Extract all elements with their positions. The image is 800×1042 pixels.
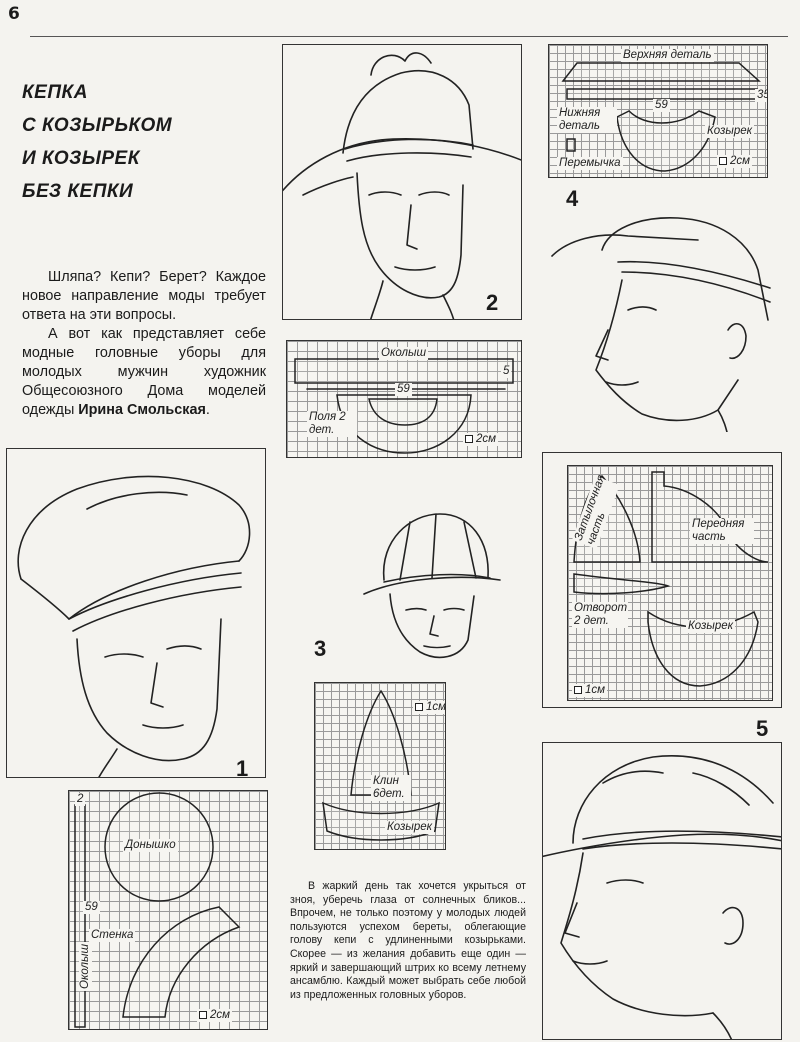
intro-p2-end: .	[205, 402, 210, 418]
page-number: 6	[8, 4, 20, 24]
pattern-2-grid: Околыш 59 5 Поля 2 дет. 2см	[286, 340, 522, 458]
scale-square-icon	[719, 156, 727, 165]
author-name: Ирина Смольская	[78, 402, 206, 418]
figure-1-illustration	[6, 448, 266, 778]
pattern-1-scale-text: 2см	[210, 1009, 231, 1021]
pattern-3-scale: 1см	[413, 701, 446, 714]
pattern-2-top-label: Околыш	[379, 347, 429, 360]
pattern-3-scale-text: 1см	[426, 701, 446, 713]
pattern-5-lapel-label: Отворот 2 дет.	[572, 602, 628, 628]
pattern-2-dim-59: 59	[395, 383, 412, 396]
pattern-4-scale-text: 2см	[730, 155, 751, 167]
figure-4-number: 4	[566, 186, 579, 211]
pattern-4-shapes	[561, 62, 761, 172]
figure-5-illustration	[542, 742, 782, 1040]
pattern-1-top-label: Донышко	[123, 839, 178, 852]
pattern-5-front-label: Передняя часть	[690, 518, 754, 544]
pattern-4-top-label: Верхняя деталь	[621, 49, 714, 62]
pattern-1-scale: 2см	[197, 1009, 233, 1022]
pattern-3-wedge-label: Клин 6дет.	[371, 775, 411, 801]
pattern-3-grid: Клин 6дет. Козырек 1см	[314, 682, 446, 850]
pattern-2-scale: 2см	[463, 433, 499, 446]
figure-1-number: 1	[236, 756, 249, 781]
hat-man-drawing	[283, 52, 521, 319]
pattern-4-lower-label: Нижняя деталь	[557, 107, 617, 133]
pattern-4-grid: Верхняя деталь 59 35 Нижняя деталь Козыр…	[548, 44, 768, 178]
title-line-4: без кепки	[22, 181, 134, 202]
article-title: Кепка с козырьком и козырек без кепки	[22, 76, 192, 208]
pattern-5-frame: Затылочная часть Передняя часть Отворот …	[542, 452, 782, 708]
pattern-5-grid: Затылочная часть Передняя часть Отворот …	[567, 465, 773, 701]
pattern-4-bridge-label: Перемычка	[557, 157, 623, 170]
pattern-1-dim-2: 2	[75, 793, 86, 806]
pattern-1-dim-59: 59	[83, 901, 100, 914]
cap-man-drawing	[543, 755, 781, 1039]
figure-3-illustration	[363, 513, 501, 659]
figure-2-number: 2	[486, 290, 499, 315]
pattern-5-visor-label: Козырек	[686, 620, 736, 633]
intro-p2-text: А вот как представляет себе модные голов…	[22, 326, 266, 418]
figure-3-number: 3	[314, 636, 327, 661]
scale-square-icon	[465, 434, 473, 443]
pattern-4-dim-35: 35	[755, 89, 767, 102]
pattern-1-mid-label: Стенка	[89, 929, 136, 942]
figure-5-number: 5	[756, 716, 769, 741]
scale-square-icon	[415, 702, 423, 711]
pattern-4-visor-label: Козырек	[705, 125, 755, 138]
pattern-4-dim-59: 59	[653, 99, 670, 112]
pattern-2-brim-label: Поля 2 дет.	[307, 411, 357, 437]
pattern-5-scale-text: 1см	[585, 684, 606, 696]
pattern-3-visor-label: Козырек	[385, 821, 435, 834]
intro-paragraph-2: А вот как представляет себе модные голов…	[22, 325, 266, 420]
figure-4-illustration	[551, 217, 771, 432]
caption-paragraph: В жаркий день так хочется укрыться от зн…	[290, 880, 526, 1001]
title-line-2: с козырьком	[22, 115, 173, 136]
intro-text: Шляпа? Кепи? Берет? Каждое новое направл…	[22, 268, 266, 420]
pattern-2-dim-5: 5	[501, 365, 512, 378]
title-line-3: и козырек	[22, 148, 140, 169]
pattern-1-side-label: Околыш	[79, 941, 92, 991]
pattern-5-scale: 1см	[572, 684, 608, 697]
title-line-1: Кепка	[22, 82, 88, 103]
pattern-1-grid: Донышко Стенка Околыш 59 2 2см	[68, 790, 268, 1030]
pattern-4-scale: 2см	[717, 155, 753, 168]
beret-man-drawing	[17, 475, 251, 777]
caption-text: В жаркий день так хочется укрыться от зн…	[290, 880, 526, 1002]
pattern-2-scale-text: 2см	[476, 433, 497, 445]
scale-square-icon	[574, 685, 582, 694]
scale-square-icon	[199, 1010, 207, 1019]
figure-2-illustration	[282, 44, 522, 320]
intro-paragraph-1: Шляпа? Кепи? Берет? Каждое новое направл…	[22, 269, 266, 323]
header-rule	[30, 36, 788, 37]
